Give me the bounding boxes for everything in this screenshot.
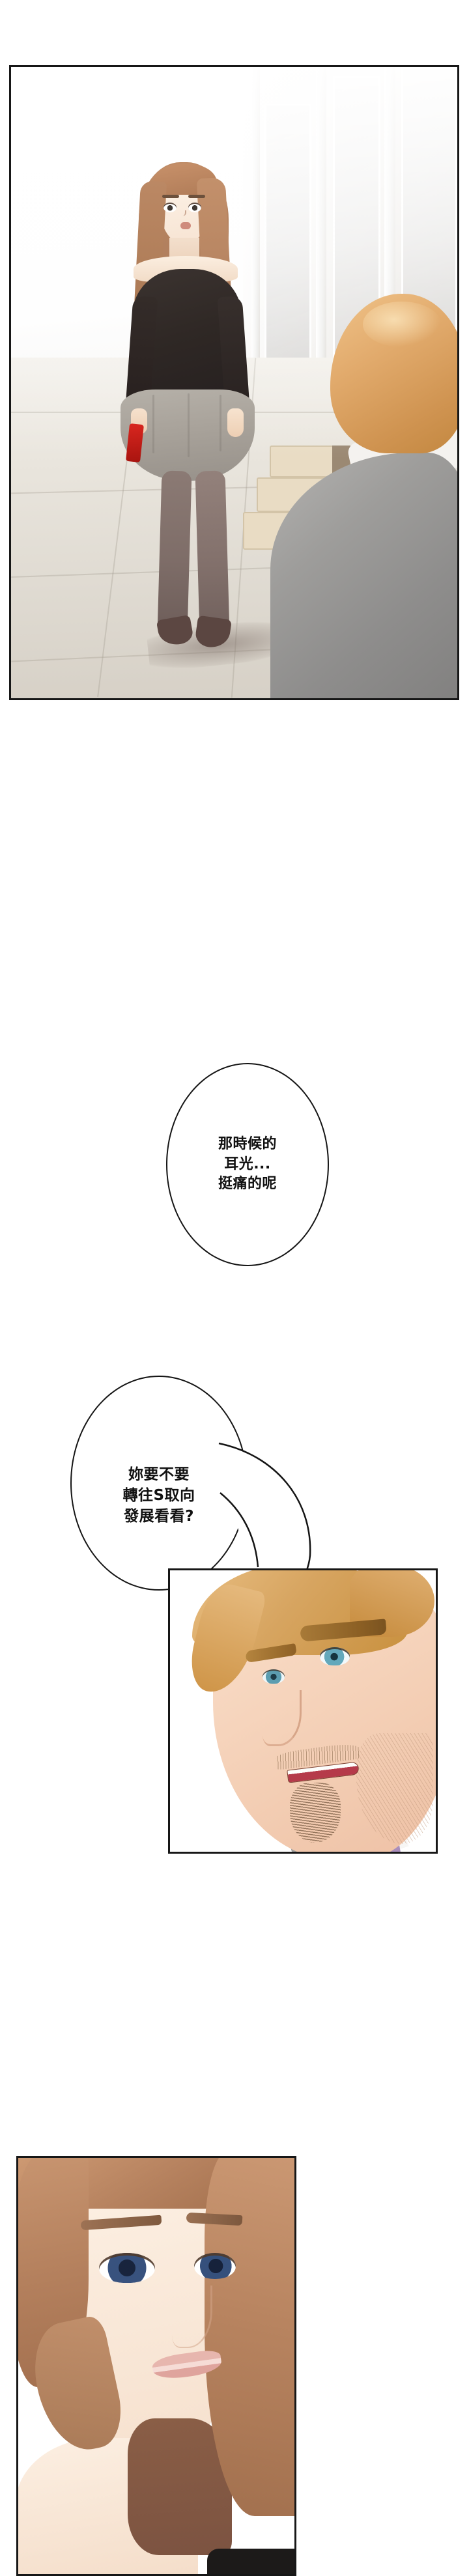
- woman-eye-right: [188, 203, 201, 212]
- skirt-fold-3: [220, 395, 222, 452]
- woman-nose: [182, 210, 186, 216]
- woman-eyebrow-right: [188, 195, 205, 198]
- man-eye-far: [263, 1669, 285, 1684]
- woman-closeup-eye-right: [194, 2253, 236, 2279]
- man-hair-highlight: [363, 302, 441, 347]
- man-face-closeup-panel: [168, 1568, 438, 1854]
- woman-eye-left: [163, 203, 177, 212]
- woman-right-leg: [195, 470, 230, 634]
- man-goatee: [290, 1783, 341, 1843]
- woman-closeup-eye-left: [99, 2253, 155, 2283]
- man-nose: [263, 1690, 302, 1746]
- woman-face-closeup-panel: [16, 2156, 296, 2576]
- speech-bubble-memory-text: 那時候的 耳光... 挺痛的呢: [218, 1136, 277, 1193]
- speech-bubble-proposal: 妳要不要 轉往S取向 發展看看?: [70, 1376, 248, 1591]
- woman-right-hand: [227, 408, 244, 437]
- speech-bubble-proposal-text: 妳要不要 轉往S取向 發展看看?: [122, 1466, 195, 1525]
- woman-left-leg: [157, 470, 192, 634]
- woman-eyebrow-left: [162, 195, 179, 198]
- speech-bubble-memory: 那時候的 耳光... 挺痛的呢: [166, 1063, 329, 1266]
- street-scene-panel: [9, 65, 459, 700]
- man-eye-near: [320, 1647, 350, 1665]
- woman-mouth: [180, 222, 191, 229]
- skirt-fold-2: [188, 393, 190, 457]
- woman-closeup-black-top: [207, 2549, 294, 2574]
- skirt-fold-1: [152, 395, 155, 453]
- woman-closeup-nose: [172, 2286, 212, 2348]
